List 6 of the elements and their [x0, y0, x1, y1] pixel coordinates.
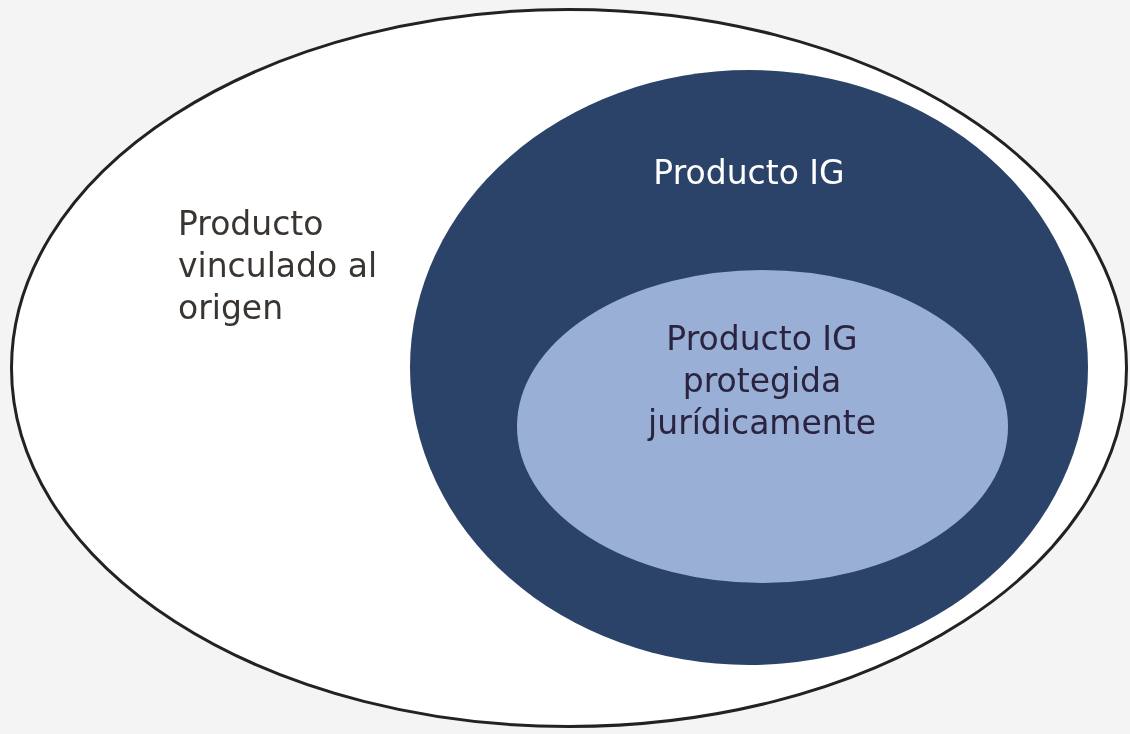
ellipse-label: Producto IG protegida jurídicamente — [646, 318, 877, 444]
inner-ellipse — [515, 268, 1010, 585]
ellipse-label: Producto IG — [652, 152, 846, 194]
outer-ellipse — [10, 8, 1128, 728]
ellipse-label: Producto vinculado al origen — [178, 203, 379, 329]
middle-ellipse — [410, 70, 1088, 665]
